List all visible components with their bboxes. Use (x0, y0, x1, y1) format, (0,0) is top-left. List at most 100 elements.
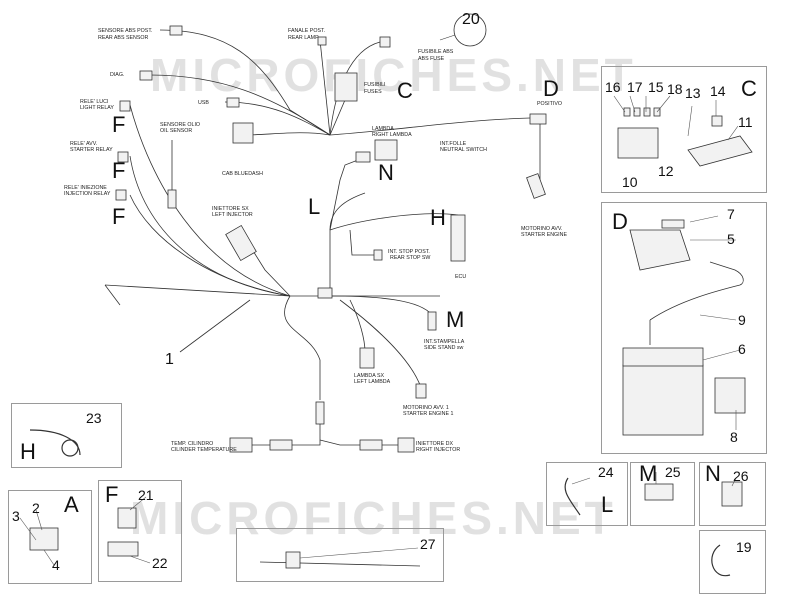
harness-trunk (104, 284, 440, 297)
label-rear-lamp-it: FANALE POST. (288, 28, 326, 34)
label-abs-sensor-en: REAR ABS SENSOR (98, 35, 149, 41)
label-injection-relay-it: RELE' INIEZIONE (64, 185, 107, 191)
letter-c-fuses: C (397, 78, 413, 103)
letter-c-box: C (741, 76, 757, 101)
callout-11: 11 (738, 114, 753, 130)
box-27 (236, 528, 444, 582)
label-light-relay-it: RELE' LUCI (80, 99, 109, 105)
letter-m-side-stand: M (446, 307, 465, 332)
label-starter-relay-it: RELE' AVV. (70, 141, 98, 147)
callout-14: 14 (710, 83, 726, 99)
box-fuse-parts (601, 66, 767, 193)
letter-f-starter-relay: F (112, 158, 126, 183)
label-oil-sensor-en: OIL SENSOR (160, 128, 193, 134)
letter-f-light-relay: F (112, 112, 126, 137)
label-neutral-switch-it: INT.FOLLE (440, 141, 467, 147)
label-oil-sensor-it: SENSORE OLIO (160, 122, 201, 128)
label-starter-engine-1-it: MOTORINO AVV. 1 (403, 405, 449, 411)
watermark-top: MICROFICHES.NET (150, 49, 637, 101)
label-rear-stop-en: REAR STOP SW (390, 255, 431, 261)
callout-15: 15 (648, 79, 664, 95)
label-cab-bluedash: CAB BLUEDASH (222, 171, 263, 177)
label-abs-fuse-it: FUSIBILE ABS (418, 49, 454, 55)
label-left-injector-en: LEFT INJECTOR (212, 212, 253, 218)
label-injection-relay-en: INJECTION RELAY (64, 191, 111, 197)
letter-h-box: H (20, 439, 36, 464)
label-right-lambda-it: LAMBDA (372, 126, 394, 132)
letter-m-box: M (639, 461, 658, 486)
callout-3: 3 (12, 508, 20, 524)
callout-1: 1 (165, 351, 174, 368)
label-starter-engine-it: MOTORINO AVV. (521, 226, 563, 232)
callout-19: 19 (736, 539, 752, 555)
letter-n-box: N (705, 461, 721, 486)
letter-n-lambda: N (378, 160, 394, 185)
box-sensor (8, 490, 92, 584)
letter-h-ecu: H (430, 205, 446, 230)
label-fuses-it: FUSIBILI (364, 82, 386, 88)
letter-f-box: F (105, 482, 119, 507)
callout-26: 26 (733, 468, 749, 484)
callout-20: 20 (462, 11, 480, 28)
label-ecu: ECU (455, 274, 467, 280)
callout-8: 8 (730, 429, 738, 445)
label-cylinder-temp-en: CILINDER TEMPERATURE (171, 447, 237, 453)
letter-a-box: A (64, 492, 79, 517)
leader-1 (179, 299, 251, 353)
label-starter-engine-1-en: STARTER ENGINE 1 (403, 411, 454, 417)
label-rear-stop-it: INT. STOP POST. (388, 249, 430, 255)
label-usb: USB (198, 100, 209, 106)
callout-17: 17 (627, 79, 643, 95)
callout-13: 13 (685, 85, 701, 101)
label-side-stand-en: SIDE STAND sw (424, 345, 464, 351)
callout-24: 24 (598, 464, 614, 480)
callout-6: 6 (738, 341, 746, 357)
callout-10: 10 (622, 174, 638, 190)
label-left-lambda-it: LAMBDA SX (354, 373, 385, 379)
letter-d-box: D (612, 209, 628, 234)
box-23 (11, 403, 122, 468)
label-right-injector-en: RIGHT INJECTOR (416, 447, 461, 453)
callout-12: 12 (658, 163, 674, 179)
box-relay (98, 480, 182, 582)
label-abs-sensor-it: SENSORE ABS POST. (98, 28, 153, 34)
letter-f-injection-relay: F (112, 204, 126, 229)
callout-4: 4 (52, 557, 60, 573)
watermark-bottom: MICROFICHES.NET (130, 492, 617, 544)
callout-9: 9 (738, 312, 746, 328)
harness-end (104, 284, 121, 306)
label-side-stand-it: INT.STAMPELLA (424, 339, 465, 345)
callout-27: 27 (420, 536, 436, 552)
label-fuses-en: FUSES (364, 89, 382, 95)
label-light-relay-en: LIGHT RELAY (80, 105, 114, 111)
label-cylinder-temp-it: TEMP. CILINDRO (171, 441, 214, 447)
callout-22: 22 (152, 555, 168, 571)
letter-d-positive: D (543, 76, 559, 101)
box-battery (601, 202, 767, 454)
label-diag: DIAG. (110, 72, 125, 78)
letter-l-box: L (601, 492, 614, 517)
callout-23: 23 (86, 410, 102, 426)
box-25 (630, 462, 695, 526)
callout-16: 16 (605, 79, 621, 95)
callout-5: 5 (727, 231, 735, 247)
label-right-injector-it: INIETTORE DX (416, 441, 453, 447)
label-right-lambda-en: RIGHT LAMBDA (372, 132, 412, 138)
callout-25: 25 (665, 464, 681, 480)
label-abs-fuse-en: ABS FUSE (418, 56, 445, 62)
label-starter-relay-en: STARTER RELAY (70, 147, 113, 153)
letter-l: L (308, 194, 321, 219)
box-24 (546, 462, 628, 526)
label-left-lambda-en: LEFT LAMBDA (354, 379, 391, 385)
label-left-injector-it: INIETTORE SX (212, 206, 249, 212)
box-26 (699, 462, 766, 526)
label-rear-lamp-en: REAR LAMP (288, 35, 319, 41)
callout-21: 21 (138, 487, 154, 503)
label-neutral-switch-en: NEUTRAL SWITCH (440, 147, 487, 153)
box-19 (699, 530, 766, 594)
callout-18: 18 (667, 81, 683, 97)
callout-2: 2 (32, 500, 40, 516)
callout-7: 7 (727, 206, 735, 222)
